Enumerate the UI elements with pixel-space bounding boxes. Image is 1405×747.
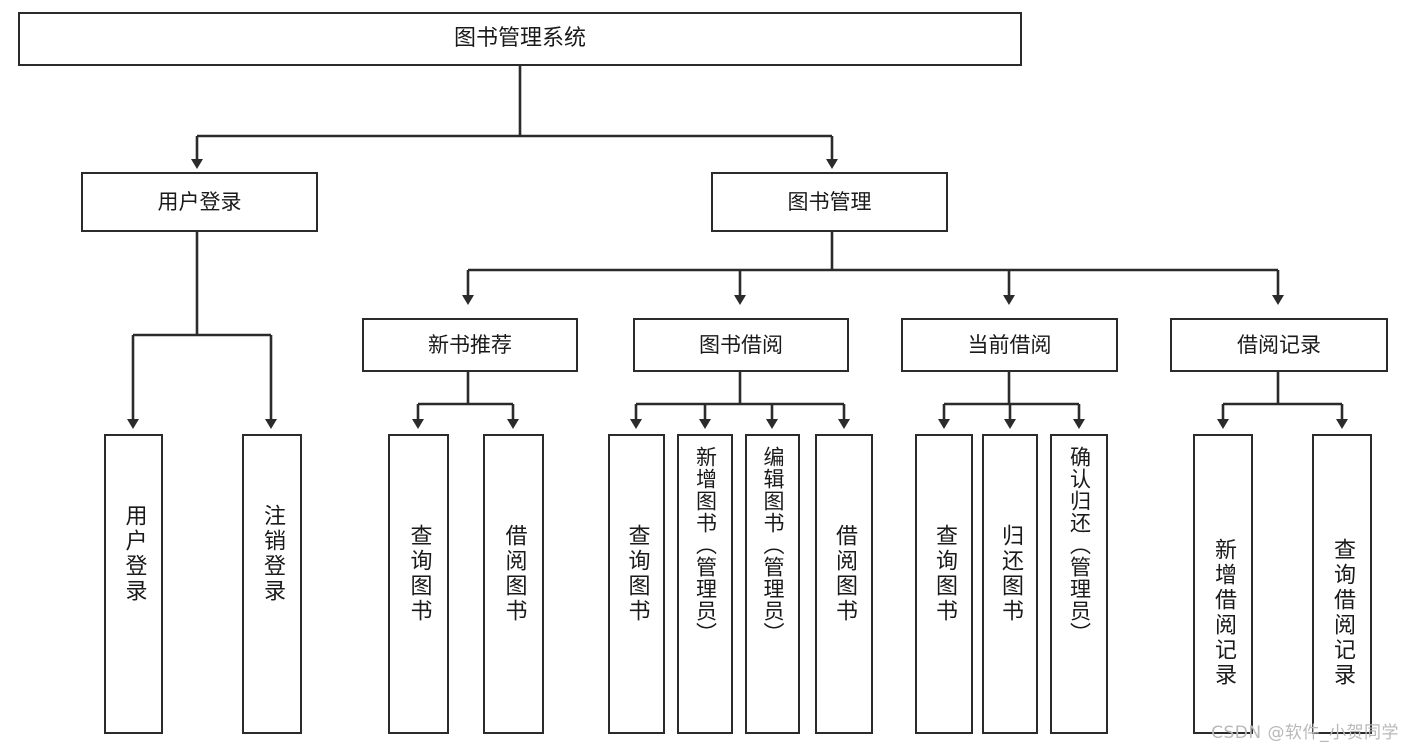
node-label: 注销登录 [260, 504, 285, 604]
leaf-confirm-return-admin[interactable]: 确认归还（管理员） [1050, 434, 1108, 734]
node-book-management[interactable]: 图书管理 [711, 172, 948, 232]
node-label: 图书管理 [787, 189, 872, 214]
node-label: 用户登录 [157, 189, 242, 214]
node-new-book-recommend[interactable]: 新书推荐 [362, 318, 578, 372]
node-borrow-records[interactable]: 借阅记录 [1170, 318, 1388, 372]
node-label: 查询借阅记录 [1330, 538, 1355, 688]
node-label: 新书推荐 [428, 332, 512, 357]
node-current-borrow[interactable]: 当前借阅 [901, 318, 1118, 372]
node-label: 新增借阅记录 [1211, 538, 1236, 688]
node-label: 用户登录 [121, 504, 147, 604]
leaf-query-book-borrow[interactable]: 查询图书 [608, 434, 665, 734]
leaf-edit-book-admin[interactable]: 编辑图书（管理员） [745, 434, 800, 734]
leaf-add-borrow-record[interactable]: 新增借阅记录 [1193, 434, 1253, 734]
node-label: 借阅记录 [1237, 332, 1321, 357]
watermark-text: CSDN @软件_小贺同学 [1211, 723, 1399, 743]
leaf-query-book-current[interactable]: 查询图书 [915, 434, 973, 734]
leaf-borrow-book[interactable]: 借阅图书 [815, 434, 873, 734]
leaf-return-book[interactable]: 归还图书 [982, 434, 1038, 734]
leaf-logout[interactable]: 注销登录 [242, 434, 302, 734]
node-label: 借阅图书 [501, 524, 527, 624]
leaf-user-login[interactable]: 用户登录 [104, 434, 163, 734]
node-label: 查询图书 [624, 524, 650, 624]
node-user-login[interactable]: 用户登录 [81, 172, 318, 232]
node-label: 借阅图书 [832, 524, 857, 624]
node-label: 确认归还（管理员） [1067, 446, 1092, 644]
node-label: 归还图书 [998, 524, 1023, 624]
node-label: 编辑图书（管理员） [761, 446, 785, 644]
leaf-query-book-recommend[interactable]: 查询图书 [388, 434, 449, 734]
leaf-add-book-admin[interactable]: 新增图书（管理员） [677, 434, 733, 734]
node-label: 当前借阅 [967, 332, 1052, 357]
node-label: 新增图书（管理员） [693, 446, 718, 644]
leaf-query-borrow-record[interactable]: 查询借阅记录 [1312, 434, 1372, 734]
node-root-system[interactable]: 图书管理系统 [18, 12, 1022, 66]
leaf-borrow-book-recommend[interactable]: 借阅图书 [483, 434, 544, 734]
node-book-borrow[interactable]: 图书借阅 [633, 318, 849, 372]
node-label: 查询图书 [406, 524, 432, 624]
node-label: 图书管理系统 [453, 26, 586, 52]
node-label: 查询图书 [932, 524, 957, 624]
node-label: 图书借阅 [699, 332, 783, 357]
